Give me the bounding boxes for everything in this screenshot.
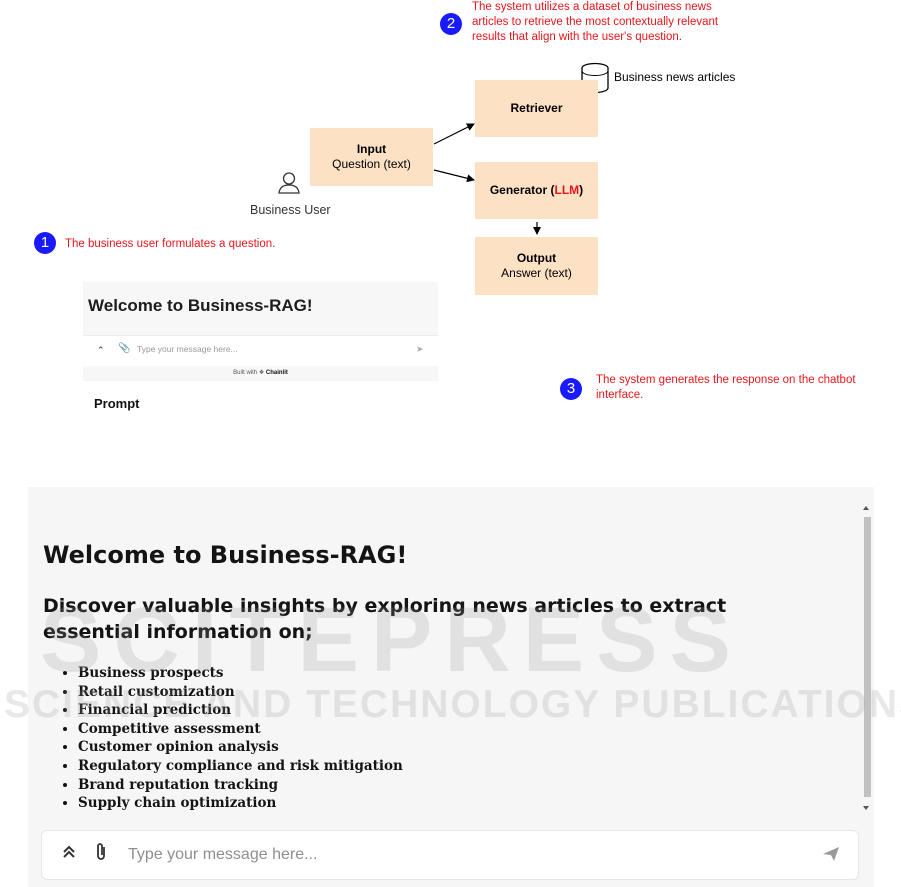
generator-box: Generator (LLM) [475, 162, 598, 219]
list-item: Brand reputation tracking [78, 776, 403, 795]
mini-built-text: Built with [233, 370, 258, 376]
step-2-badge: 2 [440, 13, 462, 35]
chat-title: Welcome to Business-RAG! [43, 541, 408, 569]
topic-list: Business prospects Retail customization … [62, 664, 403, 813]
mini-attach-icon: 📎 [118, 343, 131, 354]
generator-title: Generator (LLM) [490, 183, 583, 198]
mini-placeholder: Type your message here... [137, 344, 238, 354]
llm-label: LLM [554, 183, 580, 197]
scroll-up-icon[interactable] [863, 506, 869, 510]
step-2-line1: The system utilizes a dataset of busines… [472, 1, 712, 13]
step-3-text: The system generates the response on the… [596, 373, 886, 403]
step-3-line2: interface. [596, 389, 644, 401]
list-item: Competitive assessment [78, 720, 403, 739]
input-sub: Question (text) [332, 157, 411, 171]
message-input[interactable]: Type your message here... [41, 830, 859, 880]
generator-suffix: ) [579, 183, 584, 197]
step-2-line2: articles to retrieve the most contextual… [472, 16, 719, 28]
mini-send-icon: ➤ [416, 344, 424, 354]
output-title: Output [516, 251, 557, 265]
step-1-text: The business user formulates a question. [65, 238, 276, 250]
retriever-box: Retriever [475, 80, 598, 137]
chainlit-logo-icon: ❖ [258, 370, 265, 376]
mini-brand: Chainlit [265, 370, 288, 376]
business-user-label: Business User [250, 203, 331, 217]
send-icon[interactable] [822, 846, 840, 867]
chat-subtitle: Discover valuable insights by exploring … [43, 595, 727, 643]
db-label: Business news articles [614, 70, 736, 84]
expand-icon[interactable] [62, 844, 76, 865]
scroll-down-icon[interactable] [863, 806, 869, 810]
step-3-badge: 3 [560, 378, 582, 400]
step-2-text: The system utilizes a dataset of busines… [472, 0, 762, 45]
mini-chat-title: Welcome to Business-RAG! [88, 296, 313, 315]
list-item: Customer opinion analysis [78, 738, 403, 757]
output-box: Output Answer (text) [475, 237, 598, 295]
diagram-arrows [433, 123, 541, 235]
message-placeholder: Type your message here... [128, 846, 318, 863]
step-3-line1: The system generates the response on the… [596, 374, 856, 386]
scrollbar[interactable] [862, 503, 871, 817]
list-item: Retail customization [78, 683, 403, 702]
arrow-input-retriever [433, 123, 475, 145]
scroll-thumb[interactable] [864, 517, 871, 797]
mini-built-with: Built with ❖ Chainlit [83, 369, 438, 376]
mini-expand-icon: ⌃ [97, 345, 105, 355]
input-title: Input [356, 142, 387, 156]
mini-chat-input: ⌃ 📎 Type your message here... ➤ [83, 335, 438, 366]
list-item: Financial prediction [78, 701, 403, 720]
list-item: Supply chain optimization [78, 794, 403, 813]
list-item: Regulatory compliance and risk mitigatio… [78, 757, 403, 776]
generator-prefix: Generator ( [489, 183, 555, 197]
prompt-label: Prompt [94, 396, 140, 411]
mini-chat-preview: Welcome to Business-RAG! ⌃ 📎 Type your m… [83, 282, 438, 381]
output-sub: Answer (text) [501, 266, 572, 280]
user-icon [277, 171, 301, 200]
attach-icon[interactable] [94, 842, 108, 867]
input-box: Input Question (text) [310, 128, 433, 186]
retriever-title: Retriever [510, 101, 563, 115]
chat-window: Welcome to Business-RAG! Discover valuab… [28, 487, 874, 887]
step-2-line3: results that align with the user's quest… [472, 31, 682, 43]
step-1-badge: 1 [34, 232, 56, 254]
arrow-input-generator [433, 169, 475, 183]
list-item: Business prospects [78, 664, 403, 683]
